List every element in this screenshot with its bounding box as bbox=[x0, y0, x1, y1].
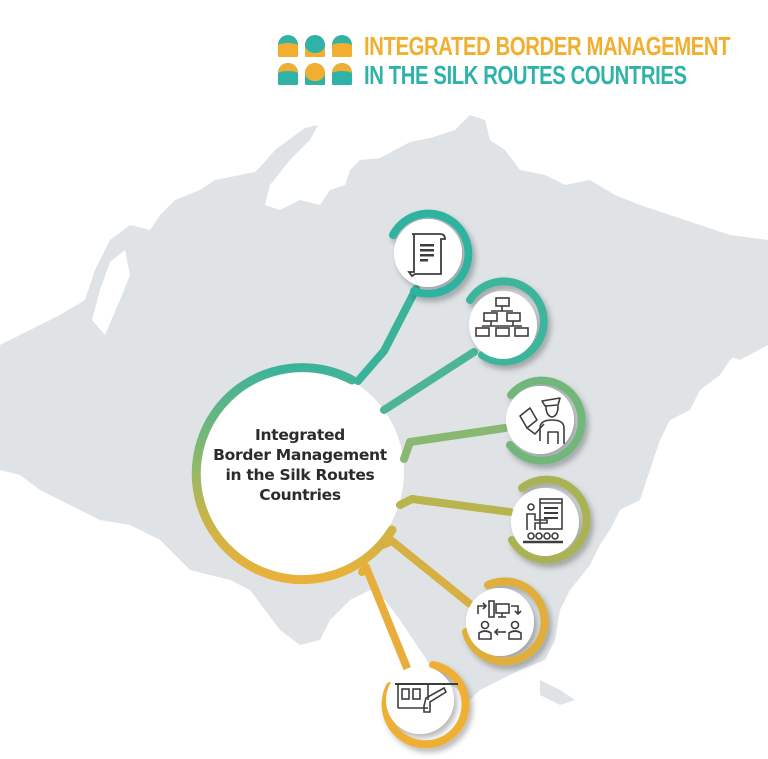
hub-ring bbox=[191, 363, 404, 585]
header-title: INTEGRATED BORDER MANAGEMENT IN THE SILK… bbox=[364, 33, 768, 88]
title-line-1: INTEGRATED BORDER MANAGEMENT bbox=[364, 30, 731, 61]
hub-label-line-4: Countries bbox=[259, 486, 341, 504]
title-line-2: IN THE SILK ROUTES COUNTRIES bbox=[364, 59, 687, 90]
hub-label-line-1: Integrated bbox=[255, 426, 345, 444]
arch-windows-logo-icon bbox=[278, 35, 352, 85]
org-chart-icon bbox=[475, 297, 529, 337]
training-presentation-icon bbox=[523, 498, 563, 544]
document-scroll-icon bbox=[407, 233, 446, 278]
node-structure[interactable] bbox=[466, 277, 548, 366]
node-information-exchange[interactable] bbox=[462, 577, 549, 666]
information-exchange-icon bbox=[477, 600, 522, 640]
header: INTEGRATED BORDER MANAGEMENT IN THE SILK… bbox=[278, 30, 768, 90]
hub-label-line-2: Border Management bbox=[213, 446, 387, 464]
hub-label: Integrated Border Management in the Silk… bbox=[190, 425, 410, 505]
border-checkpoint-barrier-icon bbox=[395, 683, 458, 713]
hub-label-line-3: in the Silk Routes bbox=[225, 466, 375, 484]
node-training[interactable] bbox=[508, 475, 591, 564]
connectors bbox=[354, 285, 514, 672]
node-border-officer[interactable] bbox=[506, 376, 586, 465]
border-officer-passport-icon bbox=[519, 397, 565, 444]
node-policy[interactable] bbox=[389, 209, 473, 298]
